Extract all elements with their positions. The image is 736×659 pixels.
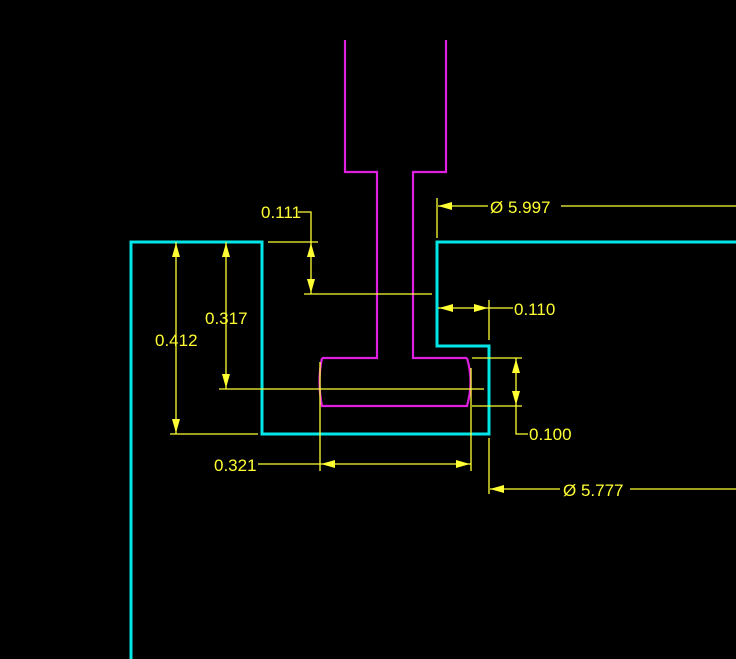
grooving-tool: [318, 40, 472, 408]
dia-5997-arrow: [438, 202, 452, 210]
dim-0412-arrow-bottom: [172, 419, 180, 433]
dim-0317-arrow-bottom: [222, 374, 230, 388]
part-outline: [129, 240, 736, 659]
dimension-lines: [170, 198, 736, 494]
dim-0100-arrow-top: [512, 359, 520, 373]
dim-0317-arrow-top: [222, 243, 230, 257]
dim-0111-label: 0.111: [261, 203, 301, 222]
dim-0317-label: 0.317: [205, 309, 248, 328]
dim-0321-arrow-right: [456, 460, 470, 468]
dim-0100-lines: [472, 357, 528, 435]
dim-0412-arrow-top: [172, 243, 180, 257]
dim-0412-label: 0.412: [155, 331, 198, 350]
dim-0321-lines: [258, 362, 472, 471]
groove-profile: [129, 240, 736, 659]
dim-0111-arrow-top: [307, 243, 315, 257]
dim-0321-arrow-left: [321, 460, 335, 468]
dim-0317-lines: [219, 242, 484, 390]
tool-shank-left: [322, 40, 379, 360]
dim-0100-arrow-bottom: [512, 391, 520, 405]
dia-5997-label: Ø 5.997: [490, 198, 551, 217]
dim-0412-lines: [170, 242, 258, 435]
dim-0110-arrow-left: [439, 304, 453, 312]
dia-5777-arrow: [490, 485, 504, 493]
dim-0111-arrow-bottom: [307, 279, 315, 293]
dim-0321-label: 0.321: [214, 456, 257, 475]
tool-tip: [318, 357, 472, 408]
dia-5997-lines: [436, 198, 736, 238]
tool-shank-right: [411, 40, 467, 360]
dim-0111-lines: [268, 211, 432, 295]
dim-0110-arrow-right: [474, 304, 488, 312]
dim-0110-label: 0.110: [514, 300, 555, 319]
dim-0100-label: 0.100: [529, 425, 572, 444]
dimension-labels: 0.111 0.317 0.412 0.110 0.100 0.321 Ø 5.…: [155, 198, 624, 500]
dia-5777-label: Ø 5.777: [563, 481, 624, 500]
